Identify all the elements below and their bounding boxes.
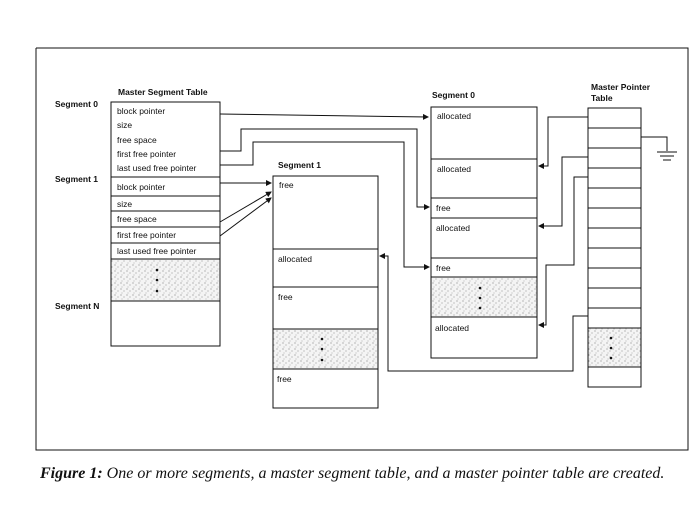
connector-last-used-seg0 xyxy=(220,141,430,270)
segment-1-label: Segment 1 xyxy=(55,174,98,184)
connector-free-space-seg1 xyxy=(219,191,272,223)
field-size: size xyxy=(117,199,132,209)
connector-mpt-3 xyxy=(538,156,588,229)
connector-mpt-4 xyxy=(538,176,588,328)
field-size: size xyxy=(117,120,132,130)
pointer-connectors xyxy=(219,113,588,372)
segment-n-label: Segment N xyxy=(55,301,99,311)
segment-1-title: Segment 1 xyxy=(278,160,321,170)
connector-first-free-seg0 xyxy=(220,128,430,210)
segment-0-title: Segment 0 xyxy=(432,90,475,100)
field-free-space: free space xyxy=(117,214,157,224)
block-allocated: allocated xyxy=(278,254,312,264)
field-first-free-pointer: first free pointer xyxy=(117,149,176,159)
connector-first-free-seg1 xyxy=(219,197,272,237)
ellipsis-region xyxy=(111,259,220,301)
field-block-pointer: block pointer xyxy=(117,106,165,116)
caption-label: Figure 1: xyxy=(40,465,103,482)
connector-mpt-seg1 xyxy=(379,253,588,372)
ellipsis-region xyxy=(273,329,378,369)
caption-text: One or more segments, a master segment t… xyxy=(106,465,665,482)
field-last-used-free-pointer: last used free pointer xyxy=(117,246,197,256)
block-free: free xyxy=(436,263,451,273)
master-segment-table-title: Master Segment Table xyxy=(118,87,208,97)
ground-icon xyxy=(641,136,677,161)
master-pointer-table-title-line2: Table xyxy=(591,93,613,103)
block-free: free xyxy=(436,203,451,213)
block-allocated: allocated xyxy=(436,223,470,233)
field-free-space: free space xyxy=(117,135,157,145)
field-block-pointer: block pointer xyxy=(117,182,165,192)
block-free: free xyxy=(279,180,294,190)
master-segment-table: Master Segment Table Segment 0 Segment 1… xyxy=(55,87,221,347)
field-first-free-pointer: first free pointer xyxy=(117,230,176,240)
segment-0-label: Segment 0 xyxy=(55,99,98,109)
connector-block-pointer-seg0 xyxy=(219,113,429,120)
block-allocated: allocated xyxy=(437,164,471,174)
master-pointer-table: Master Pointer Table xyxy=(587,82,651,388)
connector-mpt-1 xyxy=(538,116,588,169)
master-pointer-table-title: Master Pointer xyxy=(591,82,651,92)
block-free: free xyxy=(278,292,293,302)
segment-0-block: Segment 0 allocated allocated free alloc… xyxy=(430,90,538,359)
figure-caption: Figure 1: One or more segments, a master… xyxy=(40,464,680,483)
ellipsis-region xyxy=(431,277,537,317)
figure-frame xyxy=(35,47,689,451)
ellipsis-region xyxy=(588,328,641,367)
field-last-used-free-pointer: last used free pointer xyxy=(117,163,197,173)
block-allocated: allocated xyxy=(435,323,469,333)
segment-1-block: Segment 1 free allocated free free xyxy=(272,160,379,409)
block-free: free xyxy=(277,374,292,384)
block-allocated: allocated xyxy=(437,111,471,121)
